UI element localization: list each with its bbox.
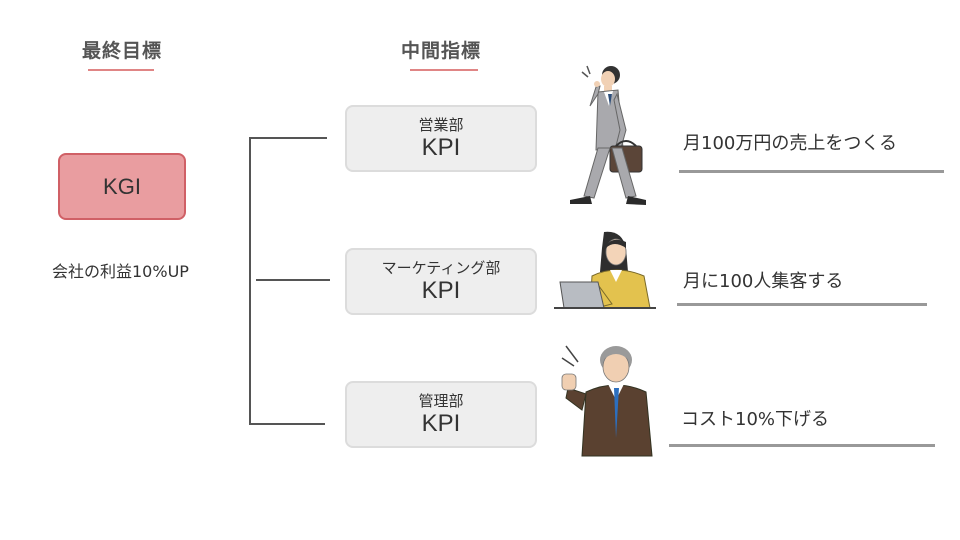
goal-text-sales: 月100万円の売上をつくる: [683, 133, 897, 154]
bracket-branch-admin: [249, 423, 325, 425]
goal-line-admin: [669, 444, 935, 447]
goal-text-marketing: 月に100人集客する: [683, 271, 844, 292]
kgi-box: KGI: [58, 153, 186, 220]
kpi-label: KPI: [421, 276, 461, 304]
intermediate-underline: [410, 69, 478, 71]
bracket-branch-marketing: [256, 279, 330, 281]
final-goal-underline: [88, 69, 154, 71]
walking-businessman-phone-icon: [570, 65, 646, 205]
bracket-vertical: [249, 137, 251, 425]
kgi-label: KGI: [103, 173, 141, 199]
goal-text-admin: コスト10%下げる: [681, 409, 830, 430]
bracket-branch-sales: [249, 137, 327, 139]
kgi-description: 会社の利益10%UP: [52, 262, 189, 281]
kpi-department: 管理部: [418, 391, 464, 410]
woman-at-laptop-icon: [554, 231, 656, 309]
kpi-label: KPI: [421, 409, 461, 437]
goal-line-marketing: [677, 303, 927, 306]
kpi-box-sales: 営業部 KPI: [345, 105, 537, 172]
kpi-department: マーケティング部: [381, 258, 501, 277]
kpi-box-admin: 管理部 KPI: [345, 381, 537, 448]
goal-line-sales: [679, 170, 944, 173]
senior-manager-fist-icon: [561, 345, 653, 457]
kpi-department: 営業部: [418, 115, 464, 134]
intermediate-heading: 中間指標: [400, 40, 481, 62]
kpi-box-marketing: マーケティング部 KPI: [345, 248, 537, 315]
kpi-label: KPI: [421, 133, 461, 161]
final-goal-heading: 最終目標: [81, 40, 162, 62]
